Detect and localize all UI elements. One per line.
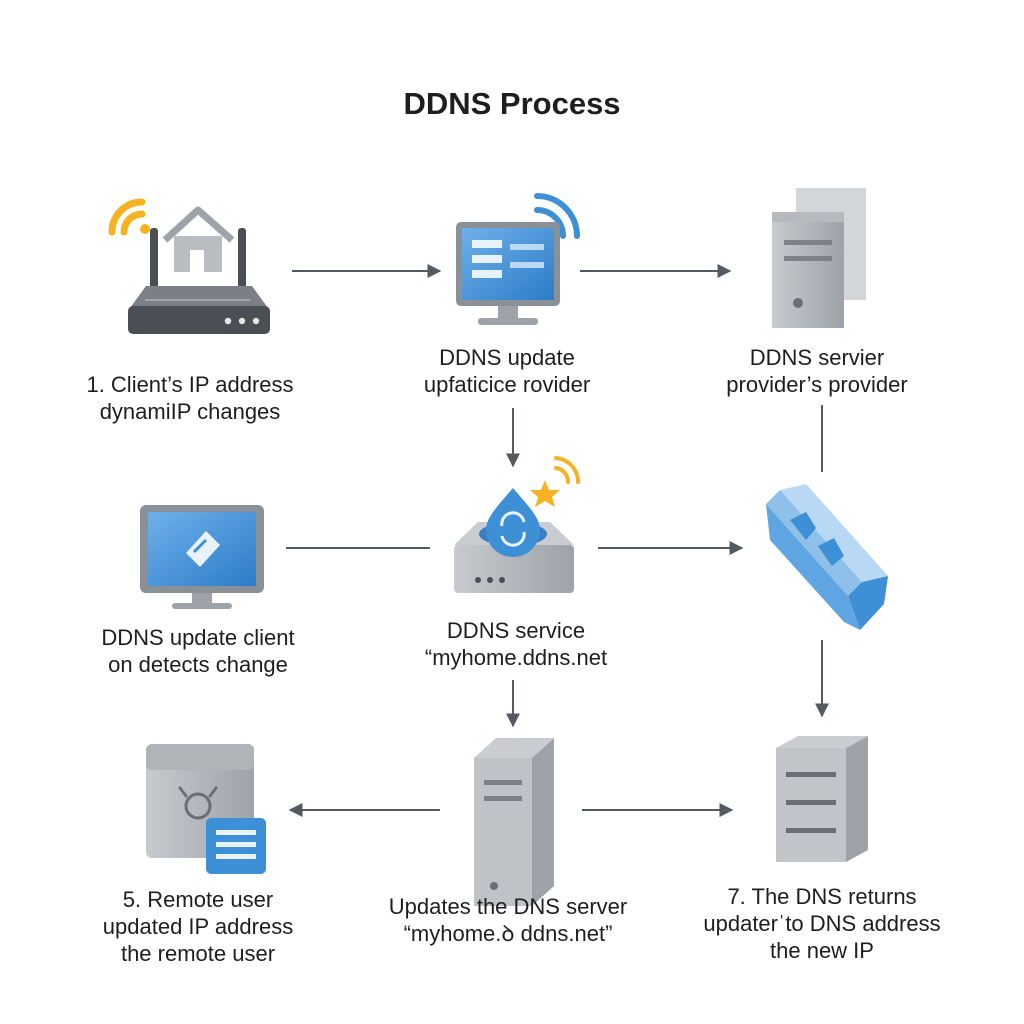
label-dns-server: Updates the DNS server “myhome.ꝺ ddns.ne… (358, 893, 658, 947)
label-provider-server-line-2: provider’s provider (726, 372, 908, 397)
label-remote-user-line-2: updated IP address (102, 914, 294, 939)
label-router-line-1: 1. Client’s IP address (86, 372, 294, 397)
connectors (286, 264, 829, 817)
label-dns-server-line-1: Updates the DNS server (388, 894, 628, 919)
label-update-monitor-line-1: DDNS update (439, 345, 575, 370)
server-rack-icon (776, 736, 868, 862)
label-client-monitor: DDNS update client on detects change (48, 624, 348, 678)
page-title: DDNS Process (403, 86, 621, 121)
label-dns-server-line-2: “myhome.ꝺ ddns.net” (403, 921, 613, 946)
label-router-line-2: dynamiIP changes (99, 399, 281, 424)
label-remote-user: 5. Remote user updated IP address the re… (48, 886, 348, 967)
remote-user-panel-icon (146, 744, 266, 874)
monitor-wifi-icon (456, 193, 580, 325)
label-remote-user-line-1: 5. Remote user (122, 887, 274, 912)
label-router: 1. Client’s IP address dynamiIP changes (40, 371, 340, 425)
label-provider-server-line-1: DDNS servier (749, 345, 885, 370)
label-update-monitor: DDNS update upfaticice rovider (357, 344, 657, 398)
label-ddns-service-line-1: DDNS service (446, 618, 586, 643)
monitor-icon (140, 505, 264, 609)
label-ddns-service: DDNS service “myhome.ddns.net (366, 617, 666, 671)
sync-drop-device-icon (454, 456, 581, 593)
label-dns-return-line-3: the new IP (770, 938, 874, 963)
label-remote-user-line-3: the remote user (120, 941, 276, 966)
server-tower-icon (474, 738, 554, 906)
label-dns-return-line-2: updaterˈto DNS address (703, 911, 941, 936)
network-block-icon (766, 484, 888, 630)
label-dns-return: 7. The DNS returns updaterˈto DNS addres… (672, 883, 972, 964)
label-client-monitor-line-2: on detects change (108, 652, 288, 677)
label-provider-server: DDNS servier provider’s provider (667, 344, 967, 398)
router-home-wifi-icon (108, 198, 270, 334)
server-tower-icon (772, 188, 866, 328)
label-update-monitor-line-2: upfaticice rovider (423, 372, 591, 397)
label-client-monitor-line-1: DDNS update client (101, 625, 295, 650)
label-dns-return-line-1: 7. The DNS returns (727, 884, 917, 909)
label-ddns-service-line-2: “myhome.ddns.net (424, 645, 608, 670)
